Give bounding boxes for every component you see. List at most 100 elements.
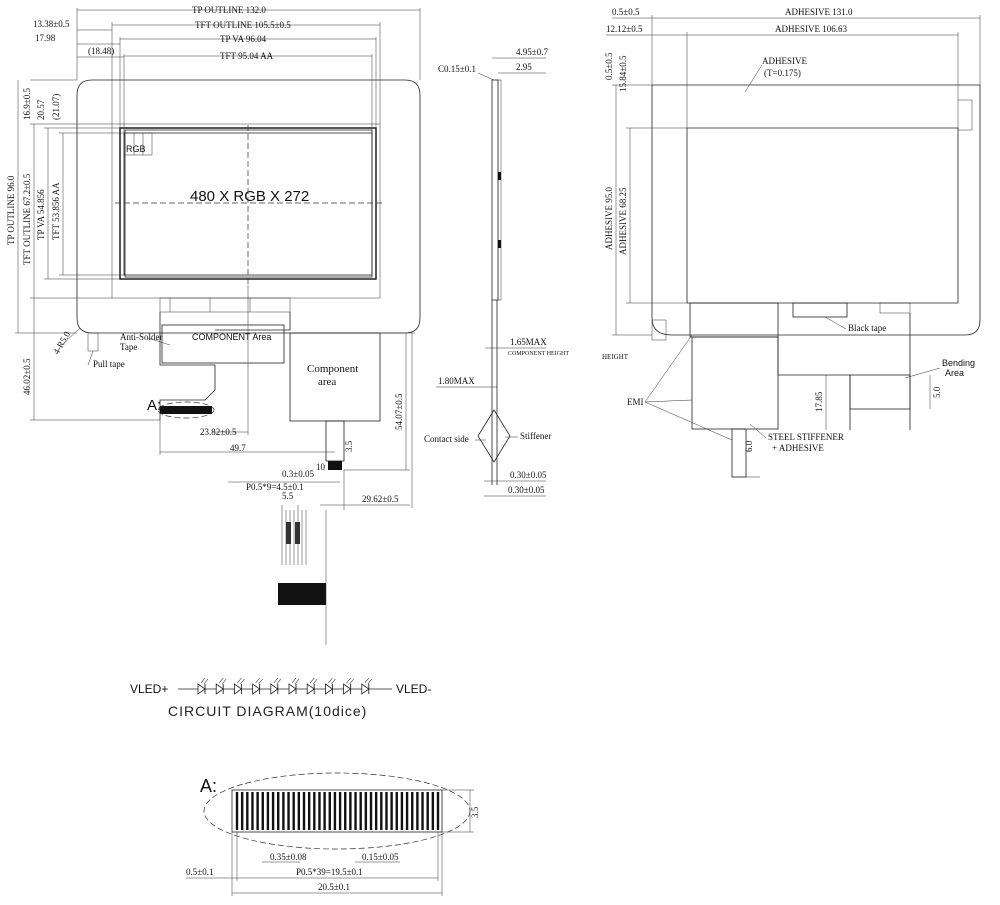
svg-text:17.98: 17.98 xyxy=(35,33,56,43)
svg-text:20.5±0.1: 20.5±0.1 xyxy=(318,882,350,892)
fpc-pin xyxy=(261,792,264,830)
svg-text:Contact side: Contact side xyxy=(424,434,469,444)
fpc-pin xyxy=(436,792,440,830)
svg-text:+ ADHESIVE: + ADHESIVE xyxy=(772,443,824,453)
component-area-small xyxy=(161,324,285,364)
fpc-pin xyxy=(385,792,388,830)
led-emission-icon xyxy=(309,677,318,685)
fpc-pin xyxy=(302,792,306,830)
svg-text:HEIGHT: HEIGHT xyxy=(602,353,629,361)
svg-text:Bending: Bending xyxy=(942,358,975,368)
svg-text:(T=0.175): (T=0.175) xyxy=(764,68,801,78)
svg-text:Anti-Solder: Anti-Solder xyxy=(120,332,163,342)
svg-text:ADHESIVE 131.0: ADHESIVE 131.0 xyxy=(785,7,853,17)
led-diode-icon xyxy=(270,683,279,695)
svg-text:ADHESIVE 68.25: ADHESIVE 68.25 xyxy=(618,187,628,255)
led-emission-icon xyxy=(237,677,245,685)
svg-text:ADHESIVE 106.63: ADHESIVE 106.63 xyxy=(775,24,847,34)
svg-text:STEEL STIFFENER: STEEL STIFFENER xyxy=(768,432,844,442)
tp-outline xyxy=(76,79,421,334)
fpc-pin xyxy=(246,792,249,830)
svg-text:ADHESIVE 95.0: ADHESIVE 95.0 xyxy=(604,187,614,250)
vled-minus-label: VLED- xyxy=(396,682,431,696)
svg-text:Stiffener: Stiffener xyxy=(520,431,551,441)
detail-a: A: 3.5 0.35±0.08 0.15±0.05 0.5±0.1 P0.5*… xyxy=(186,772,480,896)
fpc-pin xyxy=(318,792,321,830)
svg-text:23.82±0.5: 23.82±0.5 xyxy=(200,427,237,437)
svg-text:0.5±0.5: 0.5±0.5 xyxy=(612,7,640,17)
svg-text:Black tape: Black tape xyxy=(848,323,886,333)
svg-text:P0.5*39=19.5±0.1: P0.5*39=19.5±0.1 xyxy=(296,867,363,877)
front-top-dims: TP OUTLINE 132.0 TFT OUTLINE 105.5±0.5 T… xyxy=(33,5,421,133)
led-emission-icon xyxy=(200,677,209,685)
led-emission-icon xyxy=(346,677,354,685)
fpc-pin xyxy=(374,792,378,830)
led-emission-icon xyxy=(273,677,282,685)
svg-text:5.5: 5.5 xyxy=(282,491,294,501)
svg-text:A:: A: xyxy=(147,397,161,414)
resolution-label: 480 X RGB X 272 xyxy=(190,188,309,205)
svg-text:TP VA 96.04: TP VA 96.04 xyxy=(220,34,267,44)
svg-text:0.5±0.1: 0.5±0.1 xyxy=(186,867,213,877)
rear-view: 0.5±0.5 ADHESIVE 131.0 12.12±0.5 ADHESIV… xyxy=(602,7,981,478)
svg-text:EMI: EMI xyxy=(627,397,644,407)
svg-text:COMPONENT HEIGHT: COMPONENT HEIGHT xyxy=(508,351,569,357)
rgb-label: RGB xyxy=(126,144,146,154)
front-component-area: Component area 3.5 10 54.07±0.5 0.3±0.05… xyxy=(228,332,415,645)
led-diode-icon xyxy=(234,683,243,695)
svg-text:3.5: 3.5 xyxy=(344,440,354,452)
fpc-pin xyxy=(400,792,404,830)
fpc-pin xyxy=(333,792,337,830)
front-fpc: COMPONENT Area A: Anti-Solder Tape Pull … xyxy=(87,285,335,455)
svg-text:TP OUTLINE 132.0: TP OUTLINE 132.0 xyxy=(192,5,266,15)
svg-text:A:: A: xyxy=(200,776,217,796)
fpc-pin xyxy=(380,792,383,830)
led-emission-icon xyxy=(328,677,336,685)
fpc-pin xyxy=(292,792,295,830)
led-diode-icon xyxy=(306,683,315,695)
led-diode-icon xyxy=(343,683,352,695)
svg-text:29.62±0.5: 29.62±0.5 xyxy=(362,494,399,504)
svg-text:15.84±0.5: 15.84±0.5 xyxy=(618,55,628,92)
fpc-pin xyxy=(369,792,373,830)
svg-text:0.30±0.05: 0.30±0.05 xyxy=(510,470,547,480)
svg-text:5.0: 5.0 xyxy=(932,386,942,398)
svg-text:(18.48): (18.48) xyxy=(88,46,114,56)
svg-text:1.80MAX: 1.80MAX xyxy=(438,376,475,386)
led-diode-icon xyxy=(288,683,297,695)
led-emission-icon xyxy=(291,677,300,685)
fpc-pin xyxy=(307,792,311,830)
svg-text:TFT OUTLINE 67.2±0.5: TFT OUTLINE 67.2±0.5 xyxy=(22,173,32,265)
fpc-pin xyxy=(235,792,239,830)
fpc-pin xyxy=(328,792,331,830)
fpc-pin xyxy=(411,792,414,830)
fpc-pin xyxy=(338,792,342,830)
svg-text:10: 10 xyxy=(316,462,326,472)
fpc-pin xyxy=(323,792,326,830)
svg-text:TFT 95.04 AA: TFT 95.04 AA xyxy=(220,51,274,61)
svg-text:TP OUTLINE 96.0: TP OUTLINE 96.0 xyxy=(6,175,16,245)
svg-text:2.95: 2.95 xyxy=(516,62,532,72)
svg-text:16.9±0.5: 16.9±0.5 xyxy=(22,88,32,120)
rgb-box xyxy=(124,132,153,156)
vled-plus-label: VLED+ xyxy=(130,682,168,696)
svg-text:49.7: 49.7 xyxy=(230,443,246,453)
fpc-pin xyxy=(349,792,352,830)
led-emission-icon xyxy=(255,677,263,685)
fpc-pin xyxy=(251,792,254,830)
fpc-pin xyxy=(416,792,419,830)
svg-text:0.3±0.05: 0.3±0.05 xyxy=(282,469,314,479)
svg-text:3.5: 3.5 xyxy=(470,806,480,818)
svg-text:TP VA 54.856: TP VA 54.856 xyxy=(36,189,46,240)
adhesive-frame xyxy=(651,84,981,336)
fpc-pin xyxy=(344,792,347,830)
led-chain xyxy=(197,677,373,695)
fpc-pin xyxy=(426,792,429,830)
svg-text:0.30±0.05: 0.30±0.05 xyxy=(508,485,545,495)
fpc-pin xyxy=(256,792,259,830)
svg-text:P0.5*9=4.5±0.1: P0.5*9=4.5±0.1 xyxy=(246,482,304,492)
svg-text:6.0: 6.0 xyxy=(744,440,754,452)
fpc-pin xyxy=(277,792,280,830)
fpc-pin xyxy=(354,792,357,830)
